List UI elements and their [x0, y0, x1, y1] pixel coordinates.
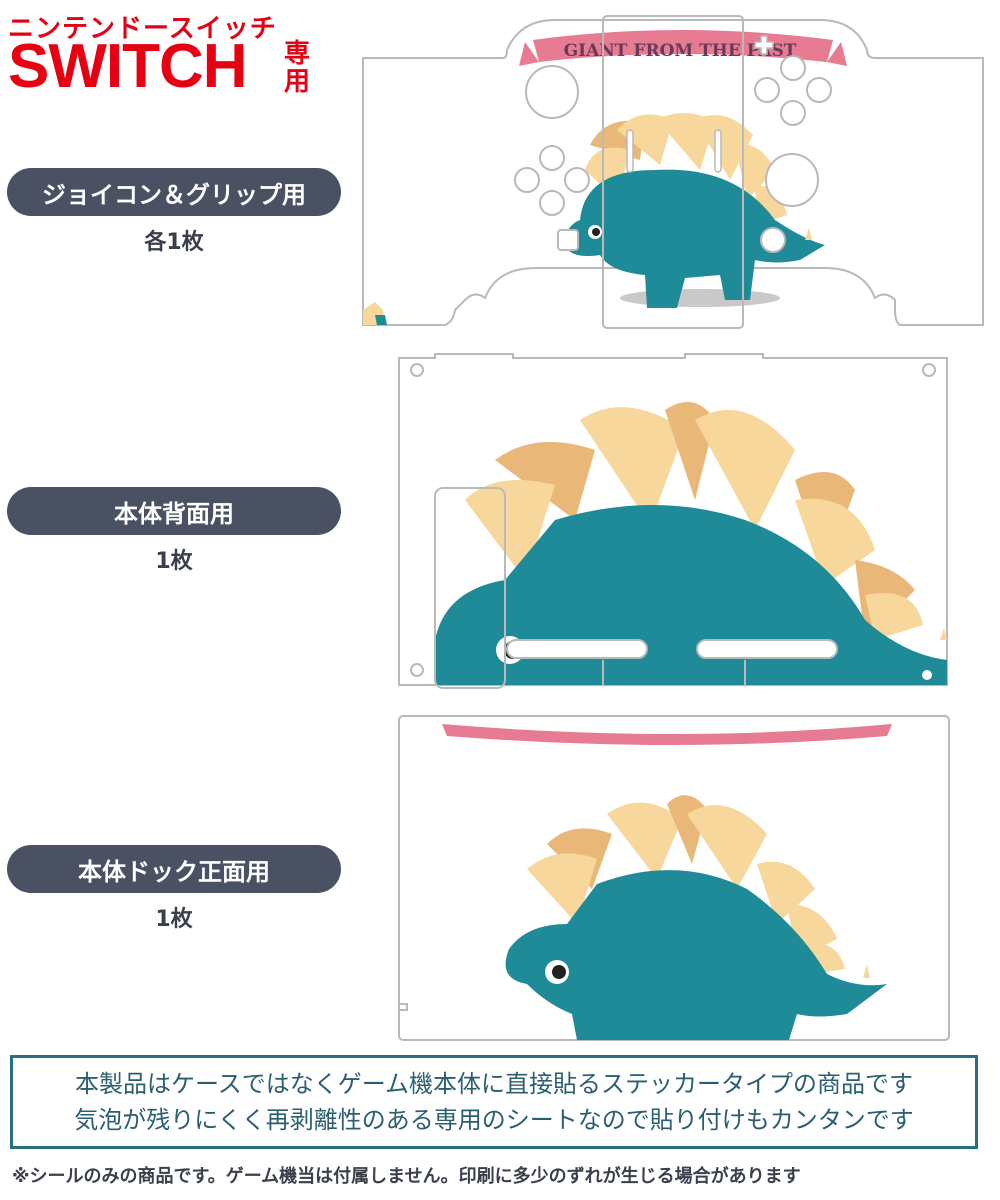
banner-text: GIANT FROM THE PAST — [564, 41, 797, 61]
joycon-grip-sticker-illustration: GIANT FROM THE PAST — [362, 15, 984, 329]
section-quantity-dock: 1枚 — [155, 907, 193, 932]
dock-front-sticker-illustration — [398, 715, 950, 1041]
notice-line-2: 気泡が残りにくく再剥離性のある専用のシートなので貼り付けもカンタンです — [74, 1106, 914, 1134]
section-label-back: 本体背面用 — [7, 487, 341, 535]
section-label-dock: 本体ドック正面用 — [7, 845, 341, 893]
brand-suffix: 専用 — [284, 39, 311, 97]
section-label-joycon: ジョイコン＆グリップ用 — [7, 168, 341, 216]
notice-box: 本製品はケースではなくゲーム機本体に直接貼るステッカータイプの商品です 気泡が残… — [10, 1055, 978, 1149]
banner-ribbon: GIANT FROM THE PAST — [519, 30, 847, 66]
notice-line-1: 本製品はケースではなくゲーム機本体に直接貼るステッカータイプの商品です — [74, 1070, 914, 1098]
brand-title: SWITCH — [8, 32, 248, 101]
stegosaurus-dock-icon — [505, 795, 887, 1040]
back-cover-sticker-illustration — [398, 353, 948, 689]
section-quantity-joycon: 各1枚 — [144, 230, 204, 255]
section-quantity-back: 1枚 — [155, 549, 193, 574]
brand-subtitle: ニンテンドースイッチ — [8, 14, 277, 44]
footnote: ※シールのみの商品です。ゲーム機当は付属しません。印刷に多少のずれが生じる場合が… — [12, 1166, 801, 1187]
